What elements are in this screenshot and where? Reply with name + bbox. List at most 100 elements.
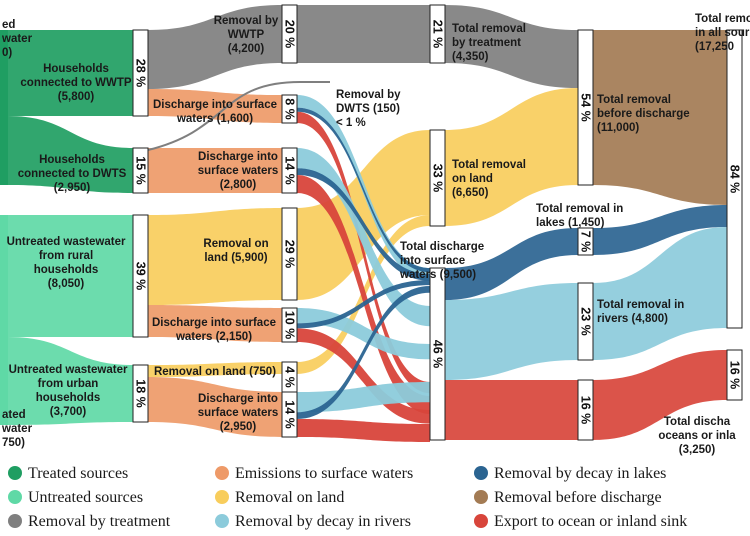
flow-dis-wwtp-lakes [297, 107, 430, 273]
node-before-discharge-percent: 54 % [579, 93, 593, 122]
node-oceans [726, 349, 743, 401]
node-oceans-percent: 16 % [728, 361, 742, 390]
node-discharge-rural-percent: 10 % [283, 311, 297, 340]
label-discharge-wwtp-line: waters (1,600) [176, 113, 253, 125]
node-removal-wwtp-percent: 20 % [283, 20, 297, 49]
node-land-rural-percent: 29 % [283, 240, 297, 269]
label-rivers: Total removal in rivers (4,800) [597, 299, 684, 325]
flow-urban-discharge [148, 377, 282, 437]
label-treated-source-line: water [1, 33, 33, 45]
label-urban-households-line: households [36, 392, 101, 404]
legend-swatch-untreated [8, 490, 22, 504]
legend-label-land: Removal on land [235, 489, 344, 506]
node-all-sources-percent: 84 % [728, 165, 742, 194]
label-untreated-source-line: ated [2, 409, 26, 421]
node-lakes-percent: 7 % [579, 231, 593, 253]
flow-dwts-discharge [148, 148, 282, 193]
label-rural-households-line: households [34, 264, 99, 276]
label-lakes-line: lakes (1,450) [536, 217, 605, 229]
flow-wwtp-removal [148, 5, 282, 89]
label-discharge-urban-line: Discharge into [198, 393, 278, 405]
node-total-treatment-percent: 21 % [431, 20, 445, 49]
node-layer: 28 %15 %39 %18 %20 %8 %14 %29 %10 %4 %14… [132, 4, 743, 441]
label-urban-households-line: Untreated wastewater [9, 364, 128, 376]
flow-land-before [445, 88, 578, 226]
flow-dis-rural-export [297, 328, 430, 424]
node-discharge-urban [281, 391, 298, 438]
node-urban-households [132, 364, 149, 423]
label-discharge-dwts: Discharge into surface waters (2,800) [198, 151, 279, 191]
node-total-land-percent: 33 % [431, 164, 445, 193]
label-rivers-line: Total removal in [597, 299, 684, 311]
label-discharge-rural-line: Discharge into surface [152, 317, 276, 329]
flow-dis-urban-export [297, 419, 430, 442]
label-wwtp-households-line: Households [43, 63, 109, 75]
flow-rural-discharge [148, 305, 282, 342]
flow-removal-treatment [297, 5, 430, 63]
node-sink [577, 379, 594, 441]
flow-layer [0, 5, 727, 442]
node-discharge-wwtp [281, 94, 298, 124]
label-oceans-line: (3,250) [679, 444, 716, 456]
node-discharge-rural [281, 307, 298, 343]
label-discharge-dwts-line: surface waters [198, 165, 279, 177]
node-wwtp-households-percent: 28 % [134, 59, 148, 88]
node-wwtp-households [132, 29, 149, 117]
label-before-discharge-line: Total removal [597, 94, 671, 106]
flow-dis-rural-lakes [297, 280, 430, 329]
flow-export-oceans [593, 350, 727, 440]
node-rivers-percent: 23 % [579, 307, 593, 336]
flow-dis-dwts-export [297, 175, 430, 414]
label-discharge-urban-line: (2,950) [220, 421, 257, 433]
flow-rivers-all [593, 227, 727, 360]
flow-treated-dwts [8, 116, 133, 193]
label-land-rural-line: Removal on [203, 238, 268, 250]
node-land-urban-percent: 4 % [283, 366, 297, 388]
flow-surface-rivers [445, 283, 578, 380]
flow-dwts-removal [147, 81, 330, 151]
label-dwts-households-line: Households [39, 154, 105, 166]
flow-lakes-all [593, 205, 727, 255]
label-untreated-source-line: water [1, 423, 33, 435]
label-dwts-removal-line: Removal by [336, 89, 401, 101]
label-all-sources-line: Total removal [695, 13, 750, 25]
flow-rural-land [148, 208, 282, 305]
flow-untreated-urban [8, 337, 133, 425]
legend-label-rivers: Removal by decay in rivers [235, 513, 411, 530]
legend-label-lakes: Removal by decay in lakes [494, 465, 666, 482]
legend-swatch-emission [215, 466, 229, 480]
node-total-treatment [429, 4, 446, 64]
legend-swatch-land [215, 490, 229, 504]
legend-swatch-treatment [8, 514, 22, 528]
label-all-sources-line: (17,250 [695, 41, 734, 53]
label-rivers-line: rivers (4,800) [597, 313, 668, 325]
label-discharge-dwts-line: Discharge into [198, 151, 278, 163]
label-dwts-removal-line: DWTS (150) [336, 103, 400, 115]
node-discharge-dwts-percent: 14 % [283, 156, 297, 185]
label-discharge-dwts-line: (2,800) [220, 179, 257, 191]
node-lakes [577, 227, 594, 256]
legend-swatch-export [474, 514, 488, 528]
node-rural-households [132, 214, 149, 338]
label-land-urban-line: Removal on land (750) [154, 366, 276, 378]
legend-label-before: Removal before discharge [494, 489, 662, 506]
label-wwtp-households-line: connected to WWTP [20, 77, 131, 89]
label-rural-households-line: Untreated wastewater [7, 236, 126, 248]
flow-wwtp-discharge [148, 89, 282, 123]
label-removal-wwtp-line: Removal by [214, 15, 279, 27]
node-all-sources [726, 29, 743, 329]
flow-treated-wwtp [8, 30, 133, 116]
label-untreated-source-line: 750) [2, 437, 25, 449]
label-total-treatment-line: Total removal [452, 23, 526, 35]
